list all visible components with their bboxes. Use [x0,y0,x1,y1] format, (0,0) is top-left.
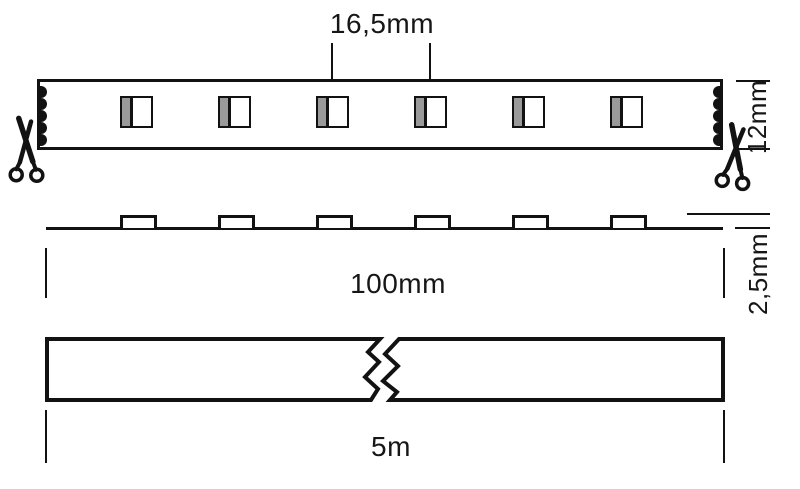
led-chip [316,96,349,128]
led-chip [610,96,643,128]
scissors-icon [8,115,45,184]
length-dim-tick-left [45,248,47,298]
led-profile-bump [512,215,549,228]
width-dim-tick-top [736,80,770,82]
solder-pads-left [40,86,47,146]
led-profile-bump [610,215,647,228]
led-contact-band [416,98,427,126]
total-length-tick-left [45,410,47,463]
solder-pad [40,122,47,134]
solder-pads-right [713,86,720,146]
pitch-extension-line-left [331,43,333,89]
height-dim-line-top [687,213,770,215]
led-contact-band [612,98,623,126]
led-profile-bump [120,215,157,228]
led-chip [414,96,447,128]
led-profile-bump [218,215,255,228]
scissors-icon [714,122,751,192]
solder-pad [40,98,47,110]
total-length-label: 5m [371,431,411,462]
solder-pad [713,110,720,122]
solder-pad [713,86,720,98]
solder-pad [40,134,47,146]
width-dim-tick-bottom [736,148,770,150]
strip-left-segment [45,337,385,402]
profile-height-label: 2,5mm [743,233,773,315]
led-profile-bump [414,215,451,228]
solder-pad [40,86,47,98]
led-pitch-label: 16,5mm [329,8,435,39]
strip-right-segment [379,337,725,402]
led-contact-band [318,98,329,126]
strip-side-profile-line [46,227,723,230]
height-dim-line-bottom [735,227,770,229]
led-chip [120,96,153,128]
led-profile-bump [316,215,353,228]
strip-full-length-view [45,337,725,402]
cut-section-length-label: 100mm [350,268,446,299]
solder-pad [713,122,720,134]
led-contact-band [122,98,133,126]
led-contact-band [220,98,231,126]
strip-width-label: 12mm [742,79,772,155]
led-contact-band [514,98,525,126]
total-length-tick-right [723,410,725,463]
length-dim-tick-right [723,248,725,298]
led-chip [512,96,545,128]
pitch-extension-line-right [429,43,431,89]
solder-pad [40,110,47,122]
solder-pad [713,134,720,146]
solder-pad [713,98,720,110]
led-chip [218,96,251,128]
